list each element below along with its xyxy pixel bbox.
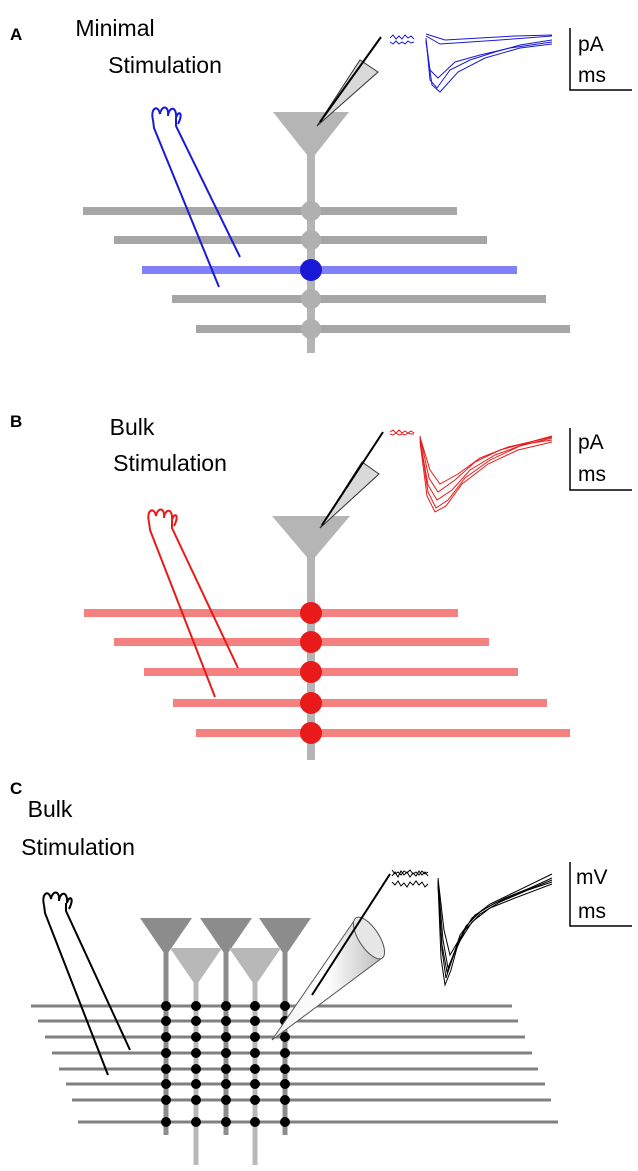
panel-a-active-synapse (300, 259, 322, 281)
panel-b-fibers (84, 609, 570, 737)
panel-c: C Bulk Stimulation (10, 779, 632, 1165)
panel-b-letter: B (10, 412, 22, 431)
panel-c-title-line1: Bulk (28, 796, 73, 822)
panel-b-title-line2: Stimulation (113, 450, 227, 476)
panel-c-unit-bottom: ms (578, 900, 606, 923)
panel-b-trace (389, 429, 553, 513)
panel-a-title-line2: Stimulation (108, 52, 222, 78)
panel-c-unit-top: mV (576, 866, 608, 889)
panel-c-scale-bar: mV ms (569, 862, 632, 927)
panel-b-stim-electrode (147, 508, 239, 698)
panel-b-unit-bottom: ms (578, 463, 606, 486)
panel-b-title-line1: Bulk (110, 414, 155, 440)
panel-c-title-line2: Stimulation (21, 834, 135, 860)
panel-b: B Bulk Stimulation (10, 412, 632, 760)
panel-b-neuron (272, 516, 350, 760)
panel-a-unit-bottom: ms (578, 64, 606, 87)
panel-b-pipette (319, 431, 384, 529)
panel-a-neuron (273, 112, 349, 353)
panel-c-letter: C (10, 779, 22, 798)
panel-a-letter: A (10, 25, 22, 44)
panel-b-scale-bar: pA ms (569, 428, 632, 491)
panel-a-trace (389, 33, 553, 93)
panel-a-pipette (316, 36, 382, 127)
panel-b-unit-top: pA (578, 431, 604, 454)
panel-a-title-line1: Minimal (75, 15, 154, 41)
panel-c-trace (391, 869, 553, 987)
panel-a-stim-electrode (151, 106, 241, 288)
panel-a-fibers (83, 207, 570, 333)
panel-a-unit-top: pA (578, 33, 604, 56)
panel-c-stim-electrode (42, 891, 131, 1076)
panel-a: A Minimal Stimulation (10, 15, 632, 353)
panel-c-synapses (161, 1001, 290, 1127)
panel-a-scale-bar: pA ms (569, 28, 632, 91)
panel-c-electrode (271, 873, 391, 1041)
